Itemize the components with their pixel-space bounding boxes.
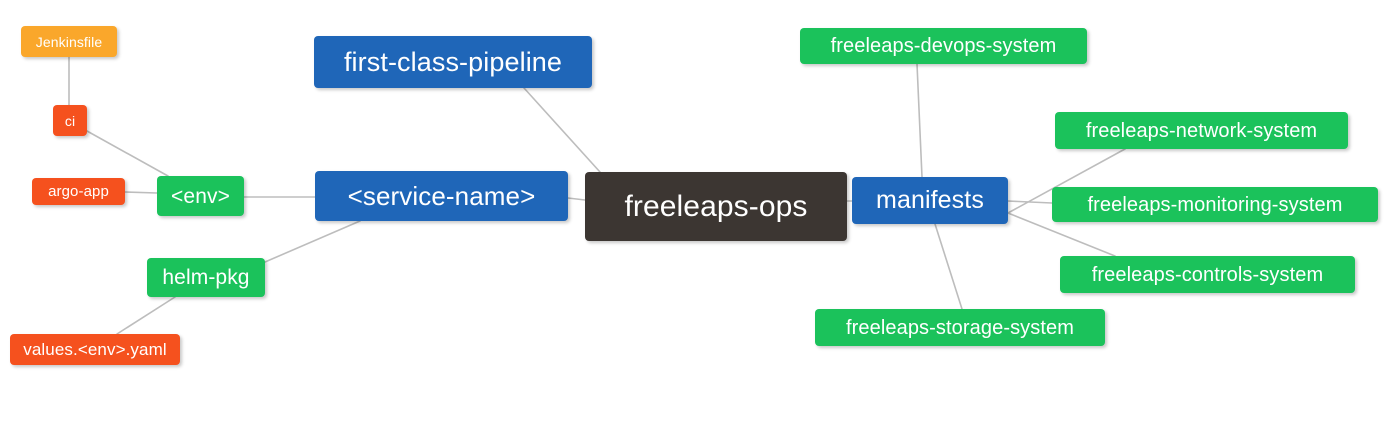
mindmap-node-label: freeleaps-storage-system [845,316,1075,339]
mindmap-node-label: <service-name> [347,181,536,211]
mindmap-node-root[interactable]: freeleaps-ops [585,172,847,241]
edge-manifests-to-monitoring [1007,200,1053,204]
mindmap-node-jenkinsfile[interactable]: Jenkinsfile [21,26,117,57]
edge-env-to-argoapp [124,191,158,194]
edge-service-to-helm [264,220,361,263]
mindmap-node-label: freeleaps-ops [624,189,808,223]
mindmap-node-values[interactable]: values.<env>.yaml [10,334,180,365]
edge-manifests-to-storage [934,223,963,310]
mindmap-node-service[interactable]: <service-name> [315,171,568,221]
mindmap-node-ci[interactable]: ci [53,105,87,136]
mindmap-node-monitoring[interactable]: freeleaps-monitoring-system [1052,187,1378,222]
mindmap-node-label: first-class-pipeline [343,46,563,77]
mindmap-node-pipeline[interactable]: first-class-pipeline [314,36,592,88]
mindmap-node-label: helm-pkg [162,266,250,289]
mindmap-node-label: freeleaps-controls-system [1091,263,1324,286]
edge-env-to-ci [86,130,169,177]
mindmap-node-label: ci [64,112,76,129]
mindmap-node-label: freeleaps-devops-system [830,35,1057,57]
mindmap-node-label: argo-app [48,183,109,200]
mindmap-node-label: <env> [171,184,230,208]
mindmap-node-argoapp[interactable]: argo-app [32,178,125,205]
mindmap-node-env[interactable]: <env> [157,176,244,216]
edge-manifests-to-devops [916,63,923,178]
edge-helm-to-values [116,296,176,335]
mindmap-node-helm[interactable]: helm-pkg [147,258,265,297]
mindmap-node-manifests[interactable]: manifests [852,177,1008,224]
mindmap-node-label: manifests [876,186,984,214]
edge-root-to-service [567,197,586,201]
edge-root-to-pipeline [523,87,601,173]
mindmap-node-label: freeleaps-monitoring-system [1087,193,1343,216]
mindmap-node-network[interactable]: freeleaps-network-system [1055,112,1348,149]
mindmap-node-label: Jenkinsfile [35,33,103,50]
mindmap-node-label: values.<env>.yaml [23,340,167,359]
mindmap-node-devops[interactable]: freeleaps-devops-system [800,28,1087,64]
mindmap-node-storage[interactable]: freeleaps-storage-system [815,309,1105,346]
mindmap-node-controls[interactable]: freeleaps-controls-system [1060,256,1355,293]
mindmap-node-label: freeleaps-network-system [1085,119,1318,142]
